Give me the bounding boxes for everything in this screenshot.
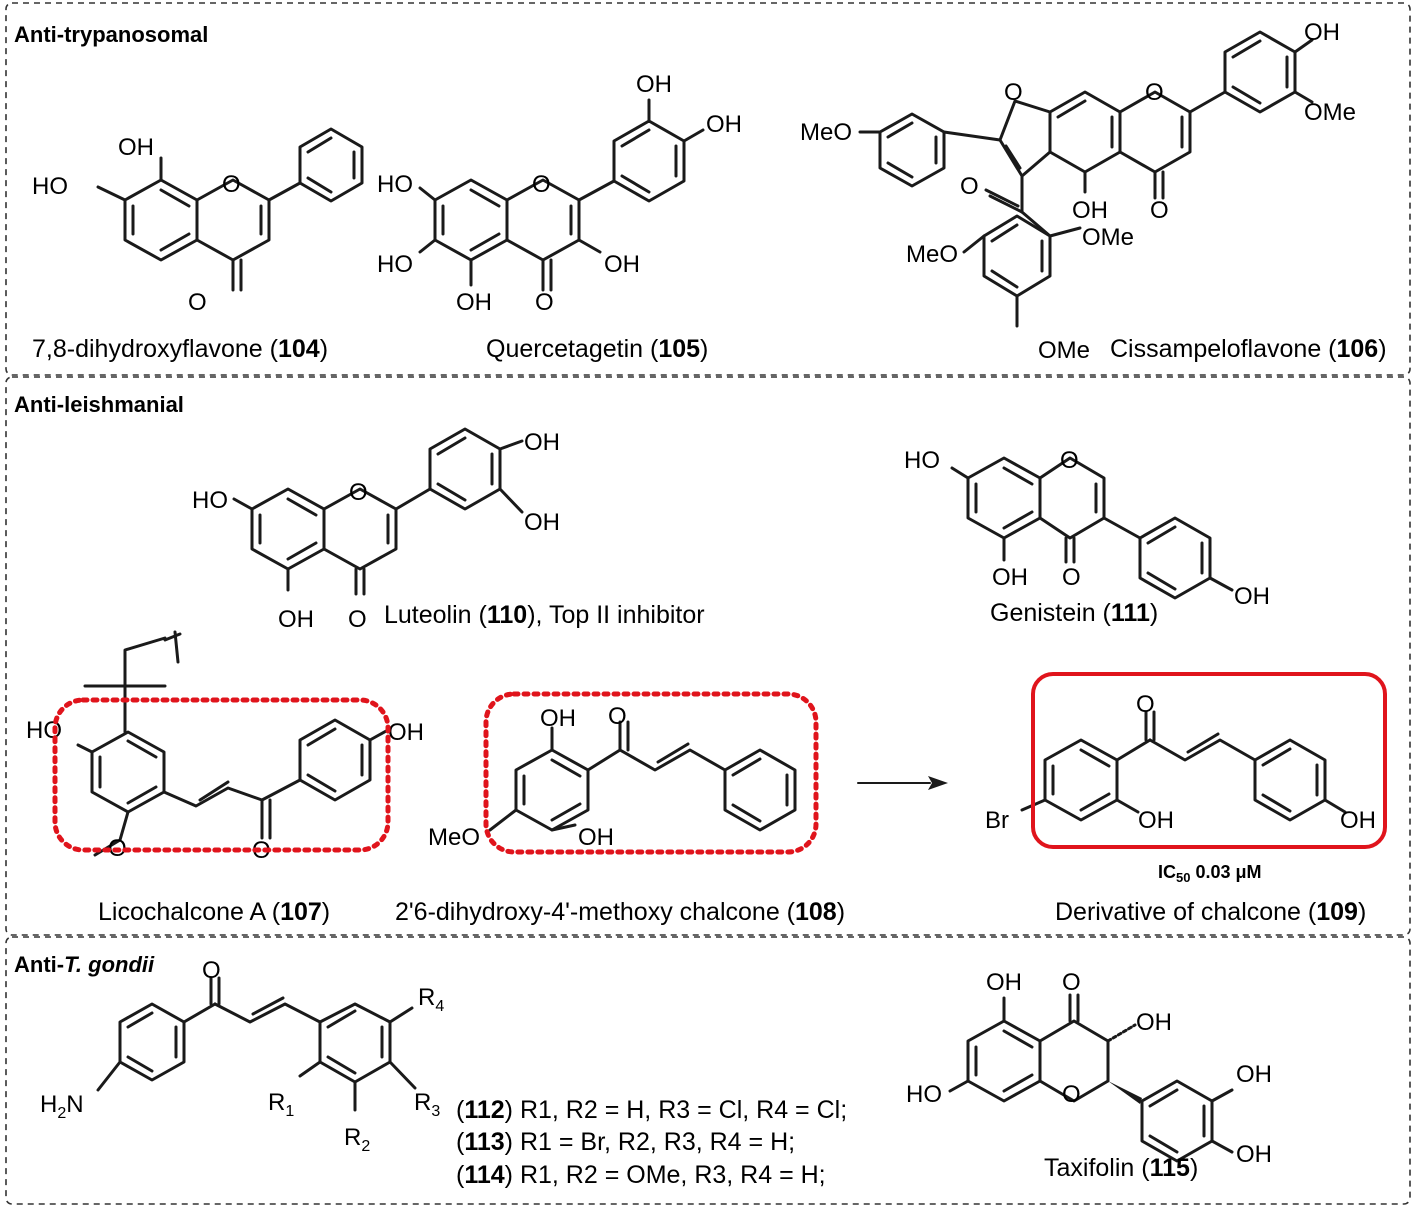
atom-o-108keto: O (608, 703, 627, 730)
atom-o-106furan: O (1004, 79, 1023, 106)
atom-br-109: Br (985, 807, 1009, 834)
atom-o-115keto: O (1062, 969, 1081, 996)
atom-ho-104: HO (32, 173, 68, 200)
reaction-arrow (857, 776, 948, 790)
label-111: Genistein (111) (990, 599, 1158, 627)
label-104: 7,8-dihydroxyflavone (104) (32, 335, 328, 363)
atom-ho-105b: HO (377, 251, 413, 278)
atom-r3: R3 (414, 1089, 440, 1120)
label-106: Cissampeloflavone (106) (1110, 335, 1387, 363)
label-109: Derivative of chalcone (109) (1055, 898, 1366, 926)
atom-ome-106g: OMe (1038, 337, 1090, 364)
atom-o-111ring: O (1060, 447, 1079, 474)
structure-110: HO O OH OH OH O (192, 427, 560, 633)
atom-oh-106d: OH (1072, 197, 1108, 224)
atom-oh-115c: OH (1236, 1061, 1272, 1088)
structure-105: HO HO OH O O OH OH OH (377, 71, 742, 316)
atom-o-107keto: O (252, 837, 271, 864)
structure-111: HO O OH O OH (904, 447, 1270, 610)
atom-o-105keto: O (535, 289, 554, 316)
section-frame-leishmanial (5, 376, 1411, 936)
atom-r1: R1 (268, 1089, 294, 1120)
atom-oh-107: OH (388, 719, 424, 746)
atom-r2: R2 (344, 1124, 370, 1155)
label-114: (114) R1, R2 = OMe, R3, R4 = H; (456, 1161, 826, 1189)
structure-107: HO O O OH (26, 630, 424, 864)
highlight-box-109 (1031, 672, 1387, 849)
section-title-gondii: Anti-T. gondii (14, 952, 155, 977)
atom-oh-111b: OH (1234, 583, 1270, 610)
atom-o-112keto: O (202, 957, 221, 984)
atom-oh-109b: OH (1340, 807, 1376, 834)
highlight-box-108 (483, 691, 819, 855)
atom-oh-110a: OH (524, 429, 560, 456)
atom-oh-104a: OH (118, 134, 154, 161)
atom-oh-108b: OH (578, 824, 614, 851)
label-110: Luteolin (110), Top II inhibitor (384, 601, 705, 629)
atom-oh-108a: OH (540, 705, 576, 732)
atom-oh-105e: OH (636, 71, 672, 98)
structure-112-114: H2N O R4 R1 R3 R2 (40, 957, 444, 1155)
atom-h2n: H2N (40, 1091, 84, 1122)
atom-meo-108: MeO (428, 824, 480, 851)
atom-oh-115d: OH (1236, 1141, 1272, 1168)
section-title-leishmanial: Anti-leishmanial (14, 392, 184, 417)
label-105: Quercetagetin (105) (486, 335, 708, 363)
atom-o-104ring: O (222, 171, 241, 198)
atom-oh-111a: OH (992, 564, 1028, 591)
atom-oh-115b: OH (1136, 1009, 1172, 1036)
atom-ho-110: HO (192, 487, 228, 514)
atom-ho-105a: HO (377, 171, 413, 198)
atom-oh-106b: OH (1304, 19, 1340, 46)
atom-meo-106f: MeO (906, 241, 958, 268)
section-frame-trypanosomal (5, 2, 1411, 376)
atom-o-115ring: O (1062, 1081, 1081, 1108)
atom-meo-106a: MeO (800, 119, 852, 146)
section-title-trypanosomal: Anti-trypanosomal (14, 22, 208, 47)
structure-106: MeO O O OH OMe OH O O OMe MeO OMe (800, 19, 1356, 364)
structure-109: Br O OH OH (985, 691, 1376, 834)
structure-104: OH HO O O (32, 127, 364, 316)
label-112: (112) R1, R2 = H, R3 = Cl, R4 = Cl; (456, 1096, 847, 1124)
atom-oh-105c: OH (456, 289, 492, 316)
atom-ome-106c: OMe (1304, 99, 1356, 126)
atom-o-105ring: O (532, 171, 551, 198)
ic50-label: IC50 0.03 μM (1158, 862, 1262, 885)
atom-oh-105d: OH (604, 251, 640, 278)
label-108: 2'6-dihydroxy-4'-methoxy chalcone (108) (395, 898, 845, 926)
atom-oh-115a: OH (986, 969, 1022, 996)
atom-oh-110b: OH (524, 509, 560, 536)
atom-o-111keto: O (1062, 564, 1081, 591)
atom-o-109keto: O (1136, 691, 1155, 718)
atom-oh-105f: OH (706, 111, 742, 138)
label-113: (113) R1 = Br, R2, R3, R4 = H; (456, 1128, 795, 1156)
atom-o-106carbonyl: O (960, 173, 979, 200)
label-107: Licochalcone A (107) (98, 898, 330, 926)
section-frame-gondii (5, 936, 1411, 1205)
atom-ome-106e: OMe (1082, 224, 1134, 251)
atom-o-110keto: O (348, 606, 367, 633)
structure-115: OH O OH HO O OH OH (906, 969, 1272, 1168)
atom-o-104keto: O (188, 289, 207, 316)
atom-ho-115: HO (906, 1081, 942, 1108)
atom-oh-110c: OH (278, 606, 314, 633)
atom-o-106pyran: O (1145, 79, 1164, 106)
atom-ho-111: HO (904, 447, 940, 474)
atom-oh-109a: OH (1138, 807, 1174, 834)
label-115: Taxifolin (115) (1044, 1154, 1198, 1182)
atom-r4: R4 (418, 984, 444, 1015)
structure-108: OH O OH MeO (428, 703, 797, 851)
highlight-box-107 (52, 697, 391, 853)
atom-o-110ring: O (349, 479, 368, 506)
atom-o-106keto: O (1150, 197, 1169, 224)
